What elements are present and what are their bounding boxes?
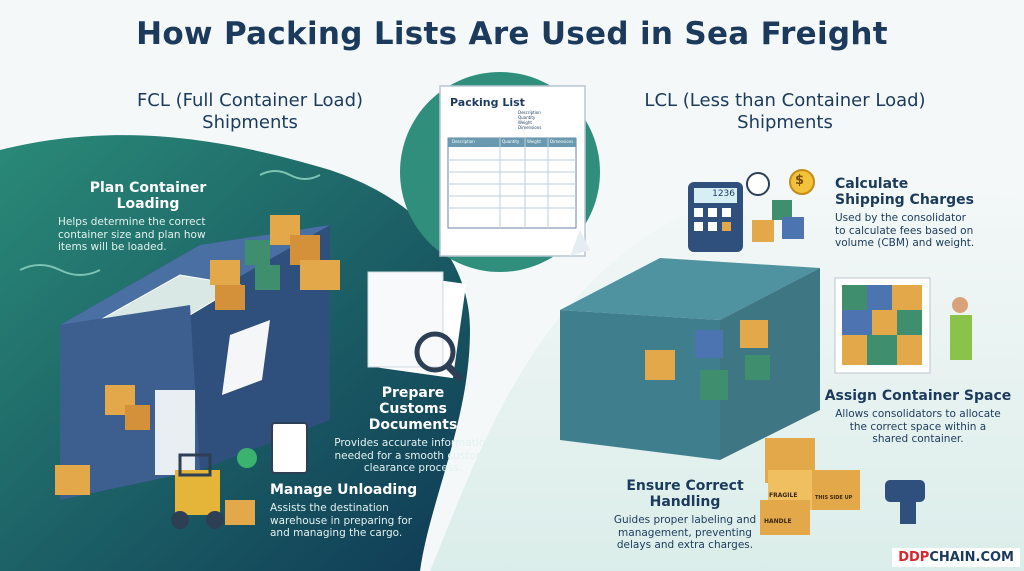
item-heading: Manage Unloading [270,482,435,498]
fcl-item-plan-loading: Plan Container Loading Helps determine t… [58,180,238,254]
item-description: Guides proper labeling and management, p… [610,514,760,552]
desc-line: the correct space within a [849,420,987,433]
heading-line: Prepare [381,385,445,401]
box-label-fragile: FRAGILE [769,492,798,499]
desc-line: shared container. [872,433,964,445]
clipboard [237,422,308,474]
lcl-item-shipping-charges: Calculate Shipping Charges Used by the c… [835,176,1005,250]
item-heading: Plan Container Loading [58,180,238,212]
desc-line: and managing the cargo. [270,527,403,539]
desc-line: Assists the destination [270,502,389,514]
fcl-container [60,225,330,500]
worker-figure [950,297,972,360]
desc-line: warehouse in preparing for [270,514,413,527]
item-description: Provides accurate information needed for… [333,437,493,475]
field-label: Description [518,110,541,115]
desc-line: management, preventing [618,526,752,539]
column-header: Weight [527,139,541,144]
heading-line: Customs Documents [368,401,458,433]
heading-line: Calculate [835,176,909,192]
fcl-top-boxes [210,215,340,310]
lcl-container [560,258,820,460]
packing-list-document [439,85,590,257]
calculator-display: 1236 [712,189,735,199]
desc-line: clearance process. [363,462,463,474]
desc-line: delays and extra charges. [616,539,754,551]
desc-line: Allows consolidators to allocate [835,408,1001,420]
fcl-title-line2: Shipments [202,112,298,133]
item-description: Used by the consolidator to calculate fe… [835,212,1005,250]
packing-list-columns: Description Quantity Weight Dimensions [452,139,576,144]
desc-line: Helps determine the correct [58,216,206,228]
lcl-title-line2: Shipments [737,112,833,133]
field-label: Weight [518,120,532,125]
small-box [55,465,90,495]
field-label: Dimensions [518,125,542,130]
column-header: Quantity [502,139,520,144]
heading-line: Handling [649,494,721,510]
item-heading: Prepare Customs Documents [333,385,493,433]
item-description: Helps determine the correct container si… [58,216,238,254]
heading-line: Plan Container [89,180,207,196]
field-label: Quantity [518,115,536,120]
desc-line: Used by the consolidator [835,212,966,224]
heading-line: Assign Container Space [824,388,1012,404]
scanner [885,480,925,524]
fcl-item-unloading: Manage Unloading Assists the destination… [270,482,435,540]
item-heading: Calculate Shipping Charges [835,176,1005,208]
dollar-symbol: $ [795,173,805,188]
desc-line: container size and plan how [58,228,206,241]
fcl-item-customs: Prepare Customs Documents Provides accur… [333,385,493,475]
space-allocation-grid [834,277,931,374]
forklift [171,453,255,529]
desc-line: Guides proper labeling and [613,514,757,526]
heading-line: Shipping Charges [835,192,974,208]
brand-logo: DDPCHAIN.COM [892,548,1020,567]
column-header: Dimensions [550,139,574,144]
lcl-item-container-space: Assign Container Space Allows consolidat… [818,388,1018,446]
handling-boxes [760,438,860,535]
customs-documents [367,271,467,383]
packing-list-fields: Description Quantity Weight Dimensions [518,110,541,130]
heading-line: Manage Unloading [270,482,418,498]
fcl-section-title: FCL (Full Container Load) Shipments [95,90,405,134]
item-description: Assists the destination warehouse in pre… [270,502,435,540]
desc-line: items will be loaded. [58,241,167,253]
page-title: How Packing Lists Are Used in Sea Freigh… [136,16,888,52]
heading-line: Ensure Correct [626,478,744,494]
lcl-section-title: LCL (Less than Container Load) Shipments [620,90,950,134]
item-heading: Ensure Correct Handling [610,478,760,510]
desc-line: Provides accurate information [334,437,492,449]
dollar-icon [789,169,815,195]
fcl-title-line1: FCL (Full Container Load) [136,90,364,111]
calculator [688,182,743,252]
brand-part1: DDP [898,550,930,565]
lcl-title-line1: LCL (Less than Container Load) [644,90,926,111]
box-label-this-side-up: THIS SIDE UP [815,495,853,501]
brand-part2: CHAIN.COM [929,550,1014,565]
heading-line: Loading [116,196,180,212]
column-header: Description [452,139,475,144]
item-description: Allows consolidators to allocate the cor… [818,408,1018,446]
lcl-item-handling: Ensure Correct Handling Guides proper la… [610,478,760,552]
box-label-handle: HANDLE [764,518,792,525]
desc-line: volume (CBM) and weight. [835,237,975,249]
packing-list-title: Packing List [450,96,525,109]
item-heading: Assign Container Space [818,388,1018,404]
desc-line: needed for a smooth customs [334,449,492,462]
desc-line: to calculate fees based on [835,224,974,237]
gauge-icon [746,172,770,196]
